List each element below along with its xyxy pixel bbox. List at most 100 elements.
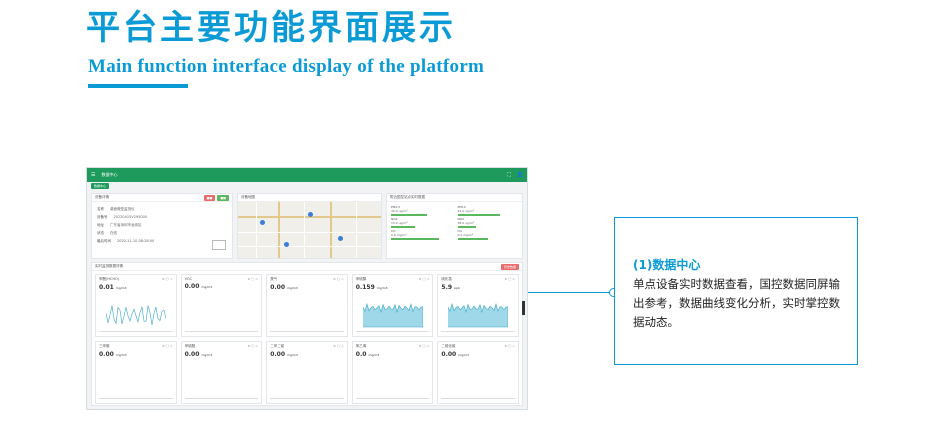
dashboard-app-title: 数据中心 xyxy=(101,172,118,177)
sensor-card[interactable]: 甲醛(HCHO) 0.01 mg/m3 ⚙ ◯ ⚠ xyxy=(95,274,177,337)
sensor-value: 0.159 mg/m3 xyxy=(355,284,388,291)
sensor-name: VOC xyxy=(184,277,193,281)
sensor-card[interactable]: 甲硫醚 0.00 mg/m3 ⚙ ◯ ⚠ xyxy=(180,341,263,404)
sensor-value: 0.00 mg/m3 xyxy=(184,283,213,290)
sensor-value: 0.00 mg/m3 xyxy=(270,351,298,358)
card-tools-icon[interactable]: ⚙ ◯ ⚠ xyxy=(333,277,344,281)
scroll-handle xyxy=(522,301,525,315)
sensor-trend-chart xyxy=(362,302,423,328)
sensor-name: 三甲胺 xyxy=(99,344,110,348)
map-pin-icon[interactable] xyxy=(338,236,343,241)
sensor-name: 苯乙烯 xyxy=(355,344,367,348)
sensor-card[interactable]: 二甲二硫 0.00 mg/m3 ⚙ ◯ ⚠ xyxy=(266,341,348,404)
user-icon[interactable]: 👤 xyxy=(516,172,523,178)
page-title-cn: 平台主要功能界面展示 xyxy=(86,8,456,48)
sensor-name: 甲硫醇 xyxy=(355,277,367,281)
sensor-value: 0.00 mg/m3 xyxy=(99,351,127,358)
card-tools-icon[interactable]: ⚙ ◯ ⚠ xyxy=(161,277,173,281)
sensor-trend-chart xyxy=(448,302,509,328)
trend-line xyxy=(106,305,166,325)
card-tools-icon[interactable]: ⚙ ◯ ⚠ xyxy=(418,277,430,281)
map-panel: 设备地图 xyxy=(237,193,382,259)
card-tools-icon[interactable]: ⚙ ◯ ⚠ xyxy=(161,344,173,348)
trend-line xyxy=(362,302,423,328)
sensor-trend-chart xyxy=(106,305,166,325)
device-map[interactable] xyxy=(238,202,381,258)
card-tools-icon[interactable]: ⚙ ◯ ⚠ xyxy=(418,344,430,348)
device-panel-title: 设备详情 xyxy=(95,195,109,199)
sensor-card[interactable]: 臭气 0.00 mg/m3 ⚙ ◯ ⚠ xyxy=(266,274,348,337)
callout-description: 单点设备实时数据查看，国控数据同屏输出参考，数据曲线变化分析，实时掌控数据动态。 xyxy=(633,277,840,329)
card-axis xyxy=(270,398,344,399)
map-pin-icon[interactable] xyxy=(260,220,265,225)
card-axis xyxy=(99,331,173,332)
sensor-card[interactable]: 甲硫醇 0.159 mg/m3 ⚙ ◯ ⚠ xyxy=(351,274,434,337)
realtime-panel-title: 实时监测数据详情 xyxy=(95,264,123,268)
sensor-value: 0.00 mg/m3 xyxy=(270,284,298,291)
sensor-value: 0.00 mg/m3 xyxy=(441,351,469,358)
dashboard-topbar: ☰ 数据中心 ⛶ 👤 xyxy=(87,168,527,182)
sensor-value: 0.00 mg/m3 xyxy=(184,351,213,358)
card-axis xyxy=(270,331,344,332)
sensor-name: 二甲二硫 xyxy=(270,344,285,348)
sensor-name: 甲醛(HCHO) xyxy=(99,277,120,281)
sensor-name: 硫化氢 xyxy=(441,277,452,281)
menu-icon[interactable]: ☰ xyxy=(91,172,96,178)
card-axis xyxy=(441,398,515,399)
card-tools-icon[interactable]: ⚙ ◯ ⚠ xyxy=(247,344,259,348)
tab-data-center[interactable]: 数据中心 xyxy=(91,182,110,189)
card-tools-icon[interactable]: ⚙ ◯ ⚠ xyxy=(504,277,515,281)
map-pin-icon[interactable] xyxy=(284,242,289,247)
connector-line xyxy=(528,292,613,293)
aqi-panel-title: 附近国控站点实时数据 xyxy=(390,195,425,199)
sensor-name: 二硫化碳 xyxy=(441,344,456,348)
fullscreen-icon[interactable]: ⛶ xyxy=(507,172,511,178)
card-axis xyxy=(184,331,259,332)
card-axis xyxy=(184,398,259,399)
device-info-row: 名称桌面微型监测仪 xyxy=(97,207,135,211)
card-axis xyxy=(441,331,515,332)
sensor-value: 0.01 mg/m3 xyxy=(99,284,127,291)
device-image-icon xyxy=(212,240,226,250)
card-tools-icon[interactable]: ⚙ ◯ ⚠ xyxy=(504,344,515,348)
device-info-row: 地址广东省深圳市龙岗区 xyxy=(97,223,142,227)
map-panel-title: 设备地图 xyxy=(241,195,255,199)
title-underline xyxy=(88,84,188,88)
card-axis xyxy=(355,398,430,399)
card-axis xyxy=(99,398,173,399)
trend-line xyxy=(448,302,509,328)
sensor-name: 臭气 xyxy=(270,277,278,281)
sensor-card[interactable]: 硫化氢 5.9 ppb ⚙ ◯ ⚠ xyxy=(437,274,519,337)
card-tools-icon[interactable]: ⚙ ◯ ⚠ xyxy=(333,344,344,348)
sensor-card[interactable]: 苯乙烯 0.0 mg/m3 ⚙ ◯ ⚠ xyxy=(351,341,434,404)
sensor-card[interactable]: VOC 0.00 mg/m3 ⚙ ◯ ⚠ xyxy=(180,274,263,337)
page-title-en: Main function interface display of the p… xyxy=(88,56,485,77)
dashboard-screenshot: ☰ 数据中心 ⛶ 👤 数据中心 设备详情 ■■ ■■ 名称桌面微型监测仪 设备号… xyxy=(86,167,528,410)
realtime-panel: 实时监测数据详情 历史数据 甲醛(HCHO)0.01 mg/m3⚙ ◯ ⚠VOC… xyxy=(91,262,523,406)
map-pin-icon[interactable] xyxy=(308,212,313,217)
history-data-button[interactable]: 历史数据 xyxy=(500,263,519,270)
card-axis xyxy=(355,331,430,332)
sensor-value: 5.9 ppb xyxy=(441,284,460,291)
device-delete-button[interactable]: ■■ xyxy=(203,194,216,201)
sensor-card[interactable]: 二硫化碳 0.00 mg/m3 ⚙ ◯ ⚠ xyxy=(437,341,519,404)
card-tools-icon[interactable]: ⚙ ◯ ⚠ xyxy=(247,277,259,281)
device-info-row: 状态在线 xyxy=(97,231,117,235)
sensor-card[interactable]: 三甲胺 0.00 mg/m3 ⚙ ◯ ⚠ xyxy=(95,341,177,404)
sensor-name: 甲硫醚 xyxy=(184,344,196,348)
sensor-value: 0.0 mg/m3 xyxy=(355,351,380,358)
callout-box: (1)数据中心 单点设备实时数据查看，国控数据同屏输出参考，数据曲线变化分析，实… xyxy=(614,217,858,365)
device-edit-button[interactable]: ■■ xyxy=(217,194,229,201)
